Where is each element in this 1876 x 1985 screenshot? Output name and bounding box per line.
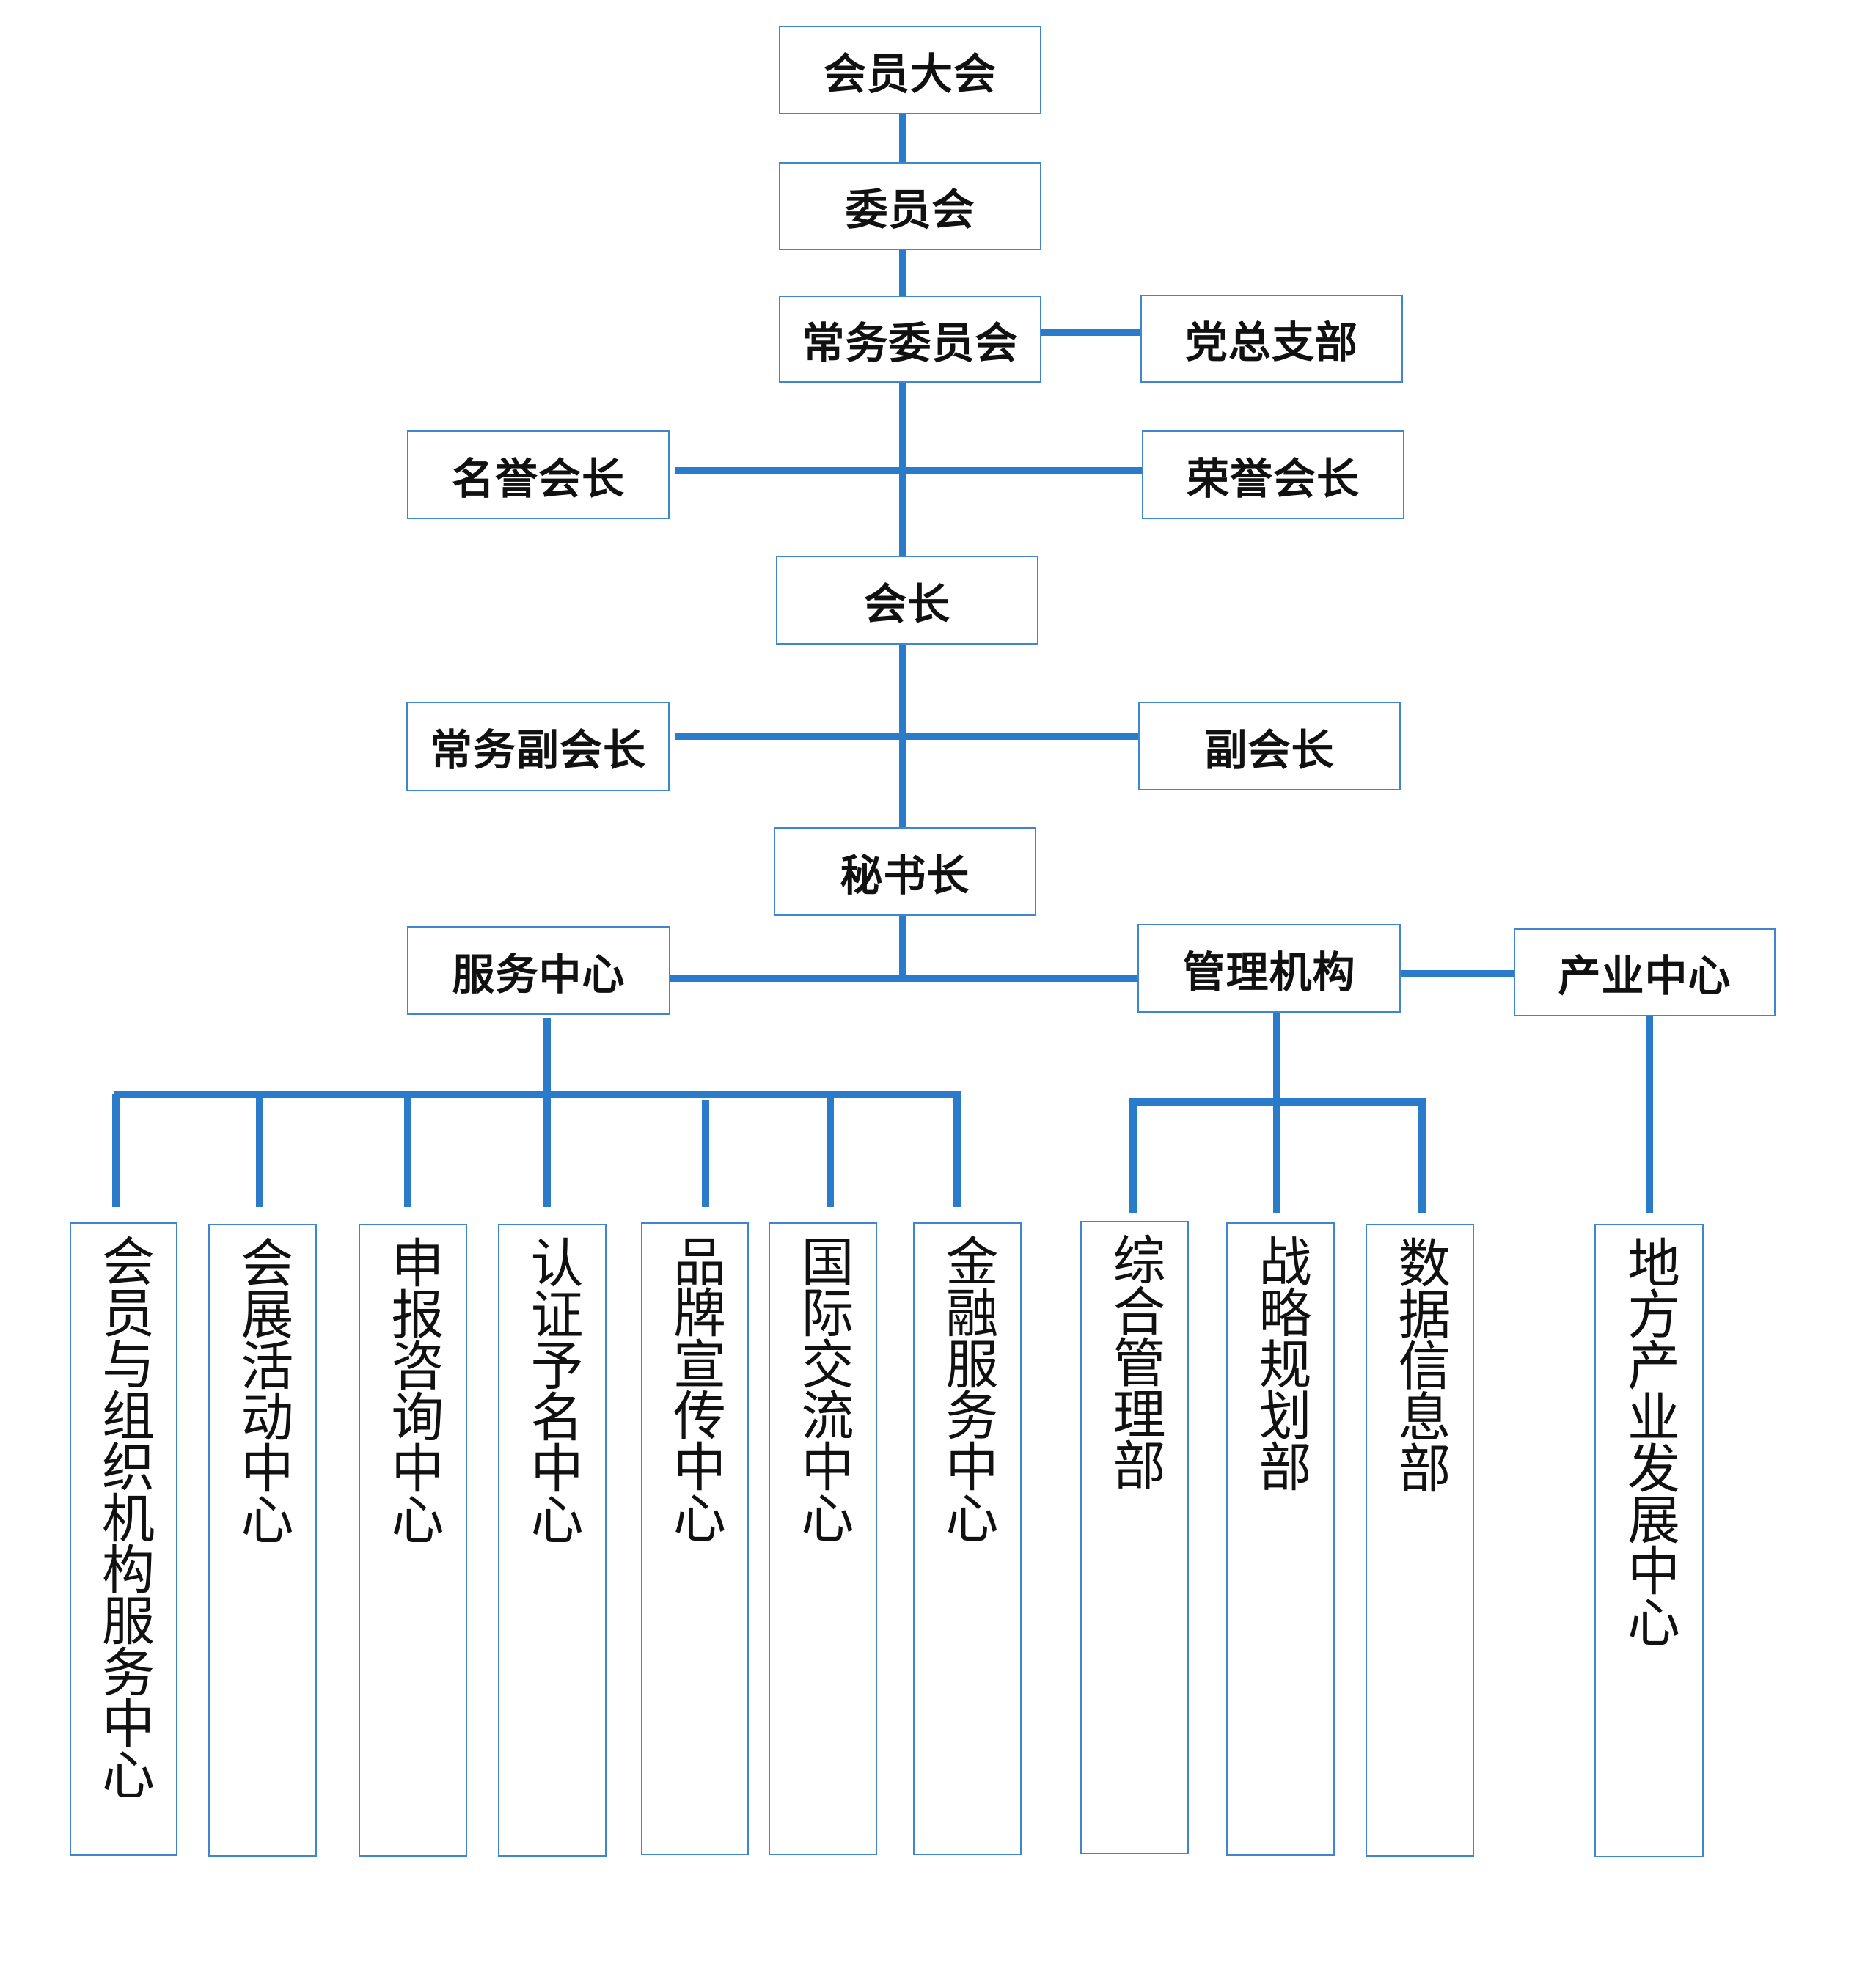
node-committee: 委员会 (779, 162, 1041, 250)
node-service-center: 服务中心 (407, 926, 670, 1015)
unit-label: 品牌宣传中心 (664, 1234, 726, 1542)
node-label: 委员会 (845, 185, 975, 235)
connector-management-to-industry (1399, 970, 1514, 977)
unit-label: 数据信息部 (1389, 1236, 1451, 1492)
unit-label: 金融服务中心 (937, 1234, 998, 1542)
connector-service-drop-5 (702, 1100, 709, 1207)
unit-label: 会展活动中心 (232, 1236, 293, 1544)
node-label: 党总支部 (1184, 318, 1358, 367)
connector-service-drop-3 (404, 1094, 411, 1207)
node-label: 服务中心 (452, 949, 626, 999)
connector-vice (675, 733, 1141, 740)
node-executive-vice-president: 常务副会长 (406, 702, 670, 791)
connector-management-drop-3 (1418, 1098, 1426, 1213)
unit-application-consulting: 申报咨询中心 (359, 1224, 467, 1857)
node-label: 副会长 (1204, 724, 1335, 775)
node-label: 会员大会 (823, 48, 997, 99)
node-label: 产业中心 (1558, 951, 1732, 1001)
unit-member-org-service: 会员与组织机构服务中心 (70, 1222, 177, 1856)
unit-label: 会员与组织机构服务中心 (92, 1234, 155, 1799)
node-label: 会长 (863, 579, 950, 629)
connector-service-drop-1 (112, 1094, 120, 1207)
connector-industry-down (1646, 1015, 1653, 1213)
unit-brand-promotion: 品牌宣传中心 (641, 1222, 749, 1855)
node-label: 常务副会长 (429, 725, 646, 775)
connector-service-drop-6 (827, 1094, 834, 1207)
unit-local-industry-development: 地方产业发展中心 (1594, 1224, 1704, 1857)
node-general-assembly: 会员大会 (779, 26, 1041, 114)
unit-label: 战略规划部 (1250, 1234, 1311, 1491)
unit-certification-naming: 认证予名中心 (498, 1224, 607, 1857)
unit-label: 认证予名中心 (521, 1236, 583, 1544)
connector-service-bus (114, 1091, 961, 1098)
connector-service-drop-2 (256, 1094, 263, 1207)
node-label: 秘书长 (840, 850, 970, 900)
connector-honorary (675, 467, 1144, 474)
unit-label: 综合管理部 (1104, 1233, 1165, 1489)
unit-exhibition-events: 会展活动中心 (208, 1224, 317, 1857)
connector-secretary-branches (670, 975, 1140, 982)
node-industry-center: 产业中心 (1514, 928, 1776, 1016)
node-label: 常务委员会 (802, 318, 1019, 368)
unit-strategic-planning: 战略规划部 (1226, 1222, 1335, 1856)
connector-service-down (543, 1018, 551, 1098)
connector-management-down (1273, 1010, 1280, 1213)
node-secretary-general: 秘书长 (774, 827, 1036, 916)
unit-data-information: 数据信息部 (1366, 1224, 1474, 1857)
unit-general-management: 综合管理部 (1080, 1221, 1189, 1854)
connector-standing-to-party (1041, 329, 1144, 336)
node-standing-committee: 常务委员会 (779, 296, 1041, 383)
node-president: 会长 (776, 556, 1038, 645)
node-honorary-president-right: 荣誉会长 (1142, 430, 1404, 519)
node-label: 名誉会长 (451, 453, 625, 504)
unit-label: 地方产业发展中心 (1618, 1236, 1680, 1646)
unit-label: 国际交流中心 (792, 1234, 854, 1542)
node-management: 管理机构 (1137, 924, 1401, 1013)
connector-management-drop-1 (1129, 1098, 1137, 1213)
node-honorary-president-left: 名誉会长 (407, 430, 670, 519)
connector-trunk (899, 112, 906, 979)
connector-service-drop-4 (543, 1094, 551, 1207)
connector-service-drop-7 (953, 1094, 961, 1207)
node-vice-president: 副会长 (1138, 702, 1401, 790)
unit-international-exchange: 国际交流中心 (769, 1222, 877, 1855)
node-party-branch: 党总支部 (1140, 295, 1403, 383)
connector-management-bus (1129, 1098, 1426, 1106)
node-label: 荣誉会长 (1186, 453, 1360, 504)
node-label: 管理机构 (1182, 947, 1356, 997)
unit-label: 申报咨询中心 (382, 1236, 444, 1544)
unit-financial-services: 金融服务中心 (913, 1222, 1022, 1855)
